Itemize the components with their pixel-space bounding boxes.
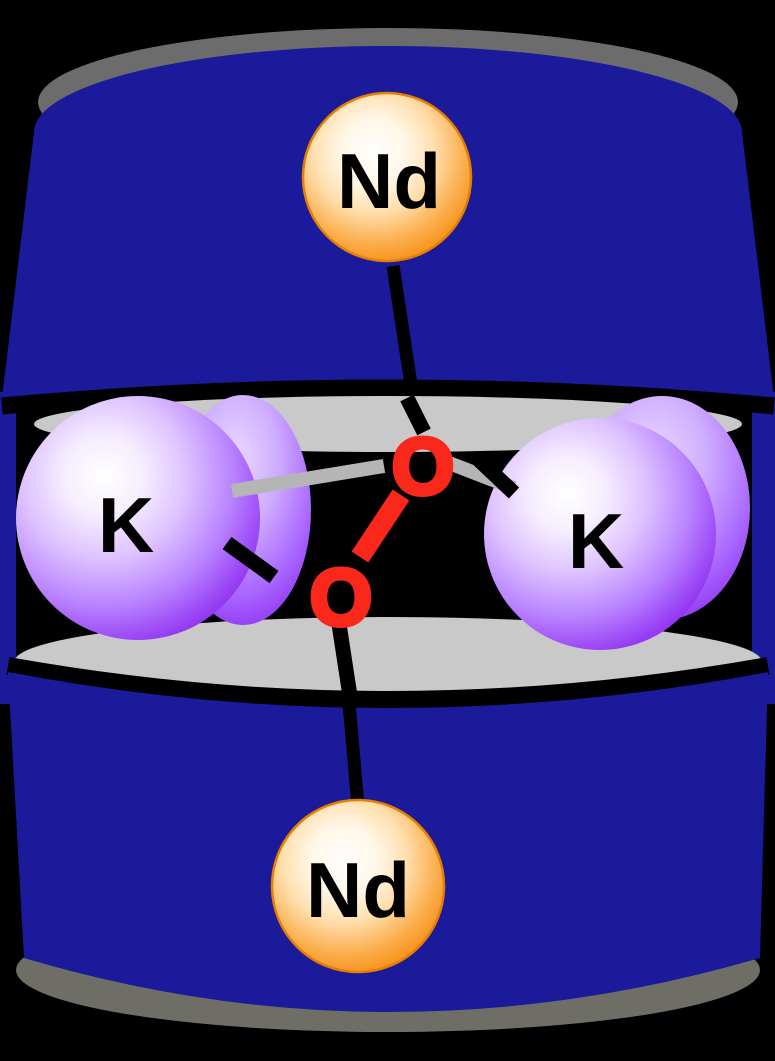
- k-atom-left-label: K: [98, 481, 154, 569]
- k-atom-left: [16, 396, 260, 640]
- nd-atom-top: [301, 91, 473, 263]
- lower-slab-front-edge: [6, 657, 770, 709]
- bond-kright-stub: [471, 452, 520, 499]
- slab-side-wall-right: [752, 392, 775, 704]
- bond-kleft-oupper: [230, 459, 386, 498]
- nd-atom-top-label: Nd: [337, 137, 441, 225]
- k-atom-right: [484, 418, 716, 650]
- bond-ndbottom-o-stub: [331, 622, 358, 698]
- bond-ndtop-o-stub: [400, 394, 431, 436]
- o2-bond: [351, 489, 410, 563]
- bond-ndbottom-o: [341, 691, 365, 807]
- o-atom-lower: O: [310, 553, 372, 642]
- o-atom-upper: O: [392, 422, 454, 511]
- k-atom-right-label: K: [568, 497, 624, 585]
- nd-atom-bottom-label: Nd: [306, 846, 410, 934]
- nd-atom-bottom: [270, 798, 446, 974]
- slab-side-wall-left: [0, 392, 16, 704]
- bond-kleft-olower-stub: [222, 536, 279, 584]
